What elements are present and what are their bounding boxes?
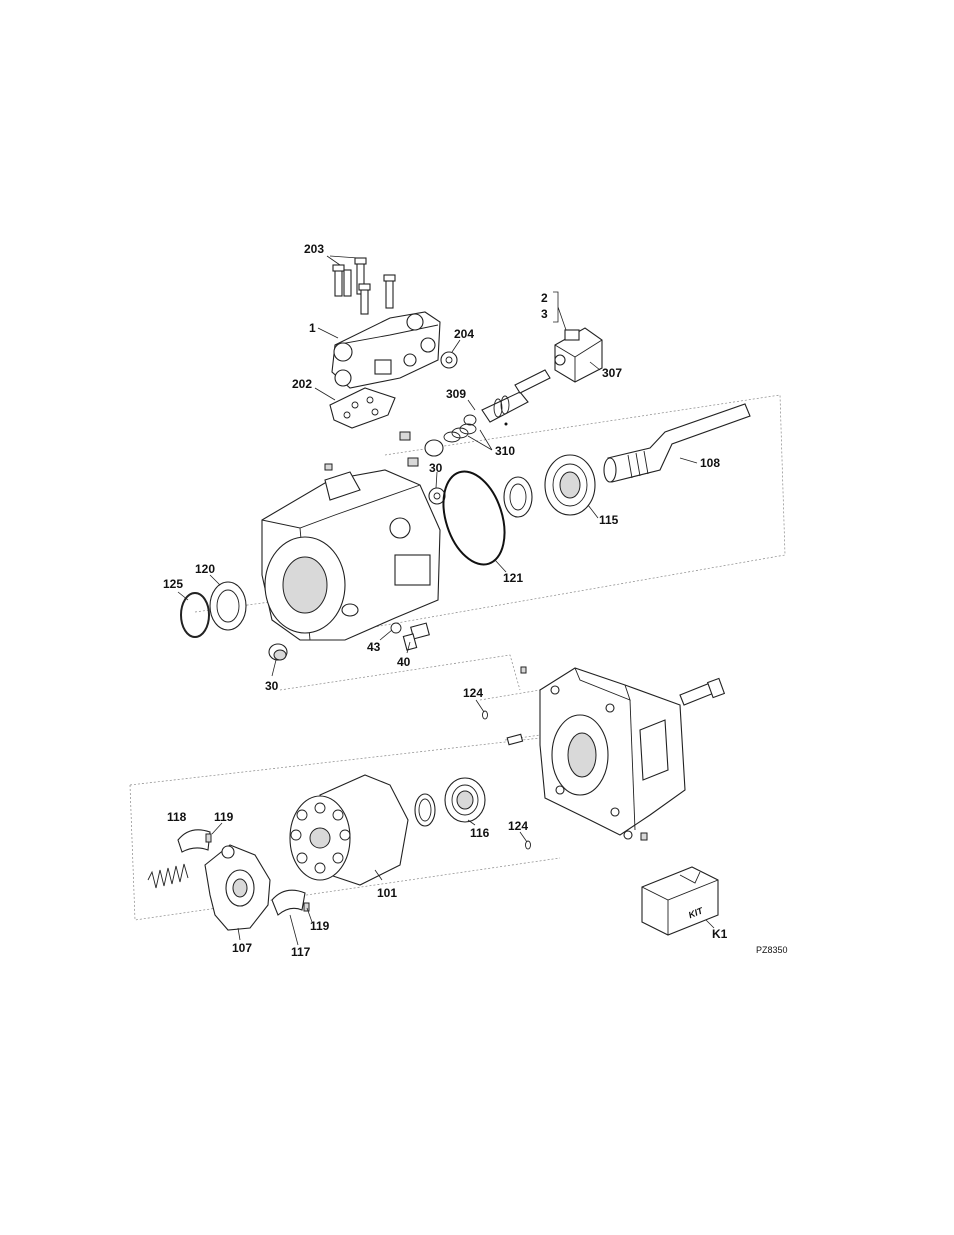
cylinder-block-101	[290, 775, 408, 885]
callout-30-lower: 30	[265, 679, 279, 693]
callout-124-lower: 124	[508, 819, 528, 833]
callout-120: 120	[195, 562, 215, 576]
gasket-202	[330, 388, 395, 428]
callout-119-lower: 119	[310, 919, 330, 933]
callout-118: 118	[167, 810, 187, 824]
callout-124-upper: 124	[463, 686, 483, 700]
callout-116: 116	[470, 826, 490, 840]
snap-ring-lower	[415, 794, 435, 826]
callout-309: 309	[446, 387, 466, 401]
callout-125: 125	[163, 577, 183, 591]
callout-107: 107	[232, 941, 252, 955]
port-plate-bolt	[680, 678, 724, 705]
callout-203: 203	[304, 242, 324, 256]
callout-121: 121	[503, 571, 523, 585]
callout-43: 43	[367, 640, 381, 654]
spring	[148, 864, 188, 888]
port-plate	[540, 668, 685, 839]
bolts-203	[333, 258, 395, 314]
control-valve	[332, 312, 440, 388]
callout-2: 2	[541, 291, 548, 305]
callout-204: 204	[454, 327, 474, 341]
figure-code: PZ8350	[756, 945, 788, 955]
half-bearing-117	[272, 890, 305, 915]
bearing-116	[445, 778, 485, 822]
callout-202: 202	[292, 377, 312, 391]
kit-box-k1: KIT	[642, 867, 718, 935]
plug-30-lower	[269, 644, 287, 660]
callout-40: 40	[397, 655, 411, 669]
drive-shaft-108	[604, 404, 750, 482]
callout-30-upper: 30	[429, 461, 443, 475]
snap-ring-125	[181, 593, 209, 637]
swashplate-107	[205, 845, 270, 930]
shaft-seal	[504, 477, 532, 517]
callout-108: 108	[700, 456, 720, 470]
callout-k1: K1	[712, 927, 728, 941]
callout-3: 3	[541, 307, 548, 321]
bearing-115	[545, 455, 595, 515]
callout-310: 310	[495, 444, 515, 458]
half-bearing-118	[178, 830, 210, 852]
callout-labels: 203 1 204 2 3 307 202 309 310 30 108 115…	[163, 242, 788, 959]
o-ring-121	[433, 464, 516, 573]
callout-117: 117	[291, 945, 311, 959]
plug-40	[403, 623, 429, 650]
callout-119-upper: 119	[214, 810, 234, 824]
callout-1: 1	[309, 321, 316, 335]
callout-307: 307	[602, 366, 622, 380]
pump-housing	[262, 470, 440, 640]
callout-101: 101	[377, 886, 397, 900]
callout-115: 115	[599, 513, 619, 527]
seal-120	[210, 582, 246, 630]
plug-204	[441, 352, 457, 368]
solenoid-307	[555, 328, 602, 382]
o-ring-43	[391, 623, 401, 633]
cartridge-309	[444, 370, 550, 442]
